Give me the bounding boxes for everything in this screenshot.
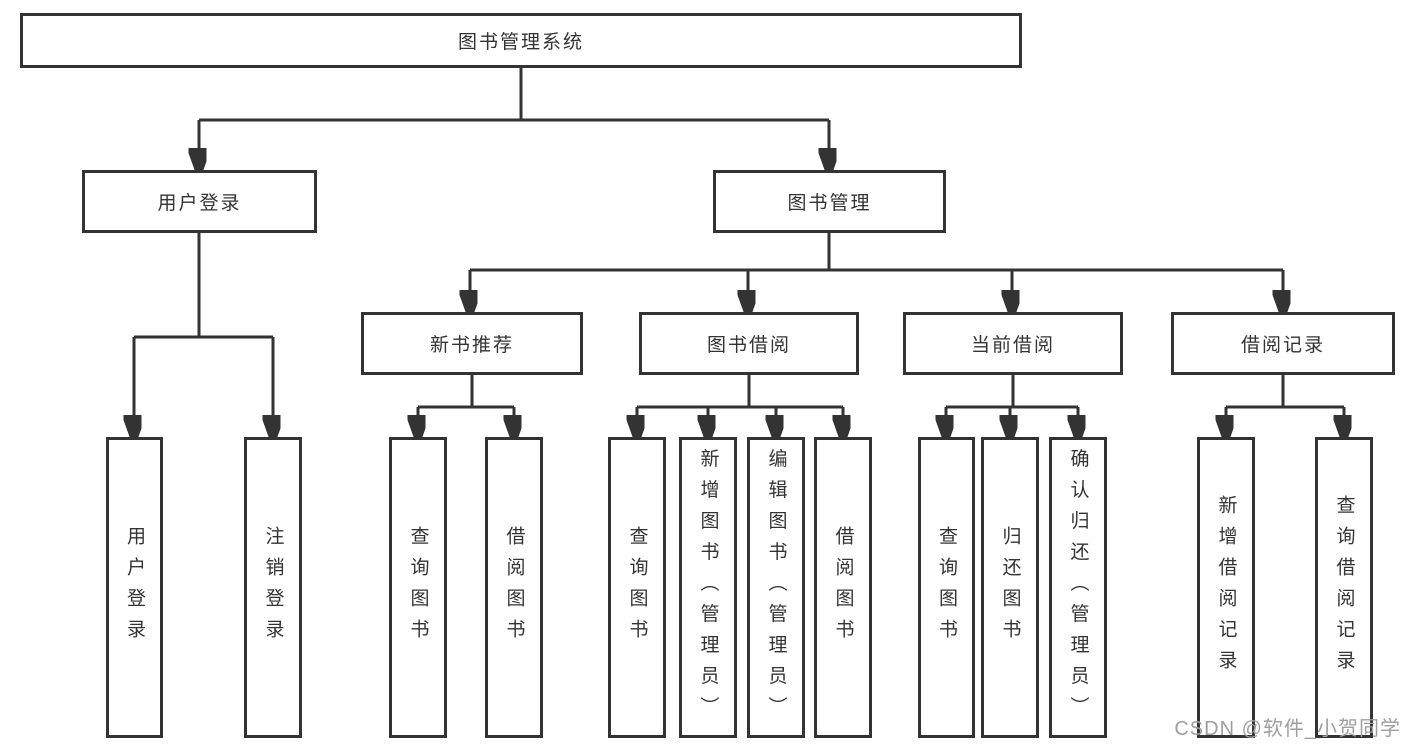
node-label: 新书推荐 — [429, 335, 514, 356]
node-label: 注销登录 — [262, 525, 284, 650]
node-label: 编辑图书（管理员） — [765, 448, 787, 727]
node-label: 查询图书 — [407, 525, 429, 650]
node-cb-confirm-return-admin: 确认归还（管理员） — [1049, 437, 1107, 738]
node-label: 当前借阅 — [970, 335, 1055, 356]
node-rec-query-books: 查询图书 — [389, 437, 447, 738]
node-cb-return-books: 归还图书 — [981, 437, 1039, 738]
node-cb-query-books: 查询图书 — [918, 437, 975, 738]
node-book-borrowing: 图书借阅 — [639, 312, 859, 375]
node-label: 查询借阅记录 — [1333, 494, 1355, 681]
node-borrowing-records: 借阅记录 — [1171, 312, 1395, 375]
node-bb-borrow-books: 借阅图书 — [814, 437, 872, 738]
node-bb-edit-books-admin: 编辑图书（管理员） — [747, 437, 805, 738]
node-leaf-logout: 注销登录 — [244, 437, 302, 738]
node-current-borrowing: 当前借阅 — [903, 312, 1123, 375]
node-user-login: 用户登录 — [82, 170, 317, 233]
node-br-query-record: 查询借阅记录 — [1315, 437, 1373, 738]
connector-bookborrow-to-leaves — [637, 375, 843, 433]
node-label: 新增借阅记录 — [1215, 494, 1237, 681]
node-label: 查询图书 — [626, 525, 648, 650]
node-label: 借阅图书 — [503, 525, 525, 650]
node-label: 图书管理系统 — [457, 32, 584, 53]
node-bb-query-books: 查询图书 — [608, 437, 666, 738]
connector-borrowrecords-to-leaves — [1226, 375, 1344, 433]
node-label: 新增图书（管理员） — [697, 448, 719, 727]
connector-root-to-level2 — [199, 68, 829, 166]
csdn-watermark: CSDN @软件_小贺同学 — [1174, 718, 1401, 740]
node-br-add-record: 新增借阅记录 — [1197, 437, 1255, 738]
node-label: 图书借阅 — [706, 335, 791, 356]
node-new-book-recommend: 新书推荐 — [361, 312, 583, 375]
node-root-library-system: 图书管理系统 — [20, 13, 1022, 68]
node-label: 借阅记录 — [1240, 335, 1325, 356]
node-label: 归还图书 — [999, 525, 1021, 650]
connector-userlogin-to-leaves — [134, 233, 273, 433]
node-bb-add-books-admin: 新增图书（管理员） — [679, 437, 737, 738]
node-rec-borrow-books: 借阅图书 — [485, 437, 543, 738]
node-label: 确认归还（管理员） — [1067, 448, 1089, 727]
connector-currentborrow-to-leaves — [946, 375, 1078, 433]
node-label: 图书管理 — [787, 193, 872, 214]
node-book-management: 图书管理 — [713, 170, 946, 233]
connector-bookmgmt-to-level3 — [470, 233, 1283, 308]
node-label: 用户登录 — [124, 525, 145, 650]
node-label: 借阅图书 — [832, 525, 854, 650]
node-label: 用户登录 — [157, 193, 242, 214]
node-leaf-user-login: 用户登录 — [106, 437, 163, 738]
connector-newbookrec-to-leaves — [418, 375, 514, 433]
node-label: 查询图书 — [936, 525, 957, 650]
